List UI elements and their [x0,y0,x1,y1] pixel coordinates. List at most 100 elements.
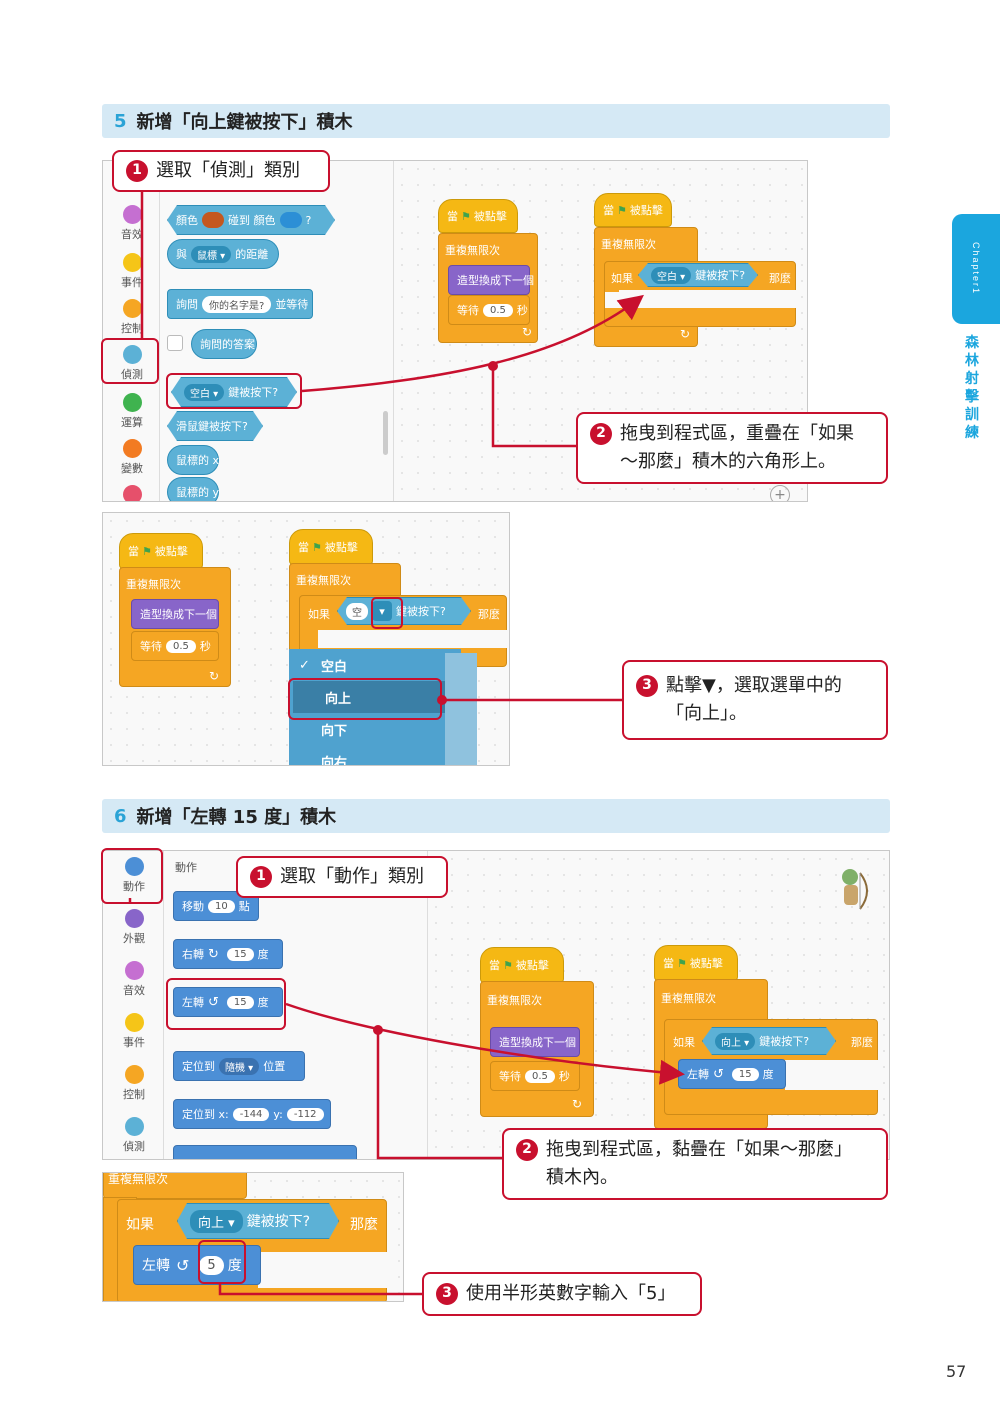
key-dropdown[interactable]: 向上 ▾ [715,1033,755,1050]
menu-item-label: 空白 [321,659,348,675]
connector-dot [373,1025,383,1035]
key-dropdown[interactable]: 向上 ▾ [190,1210,243,1233]
category-sound[interactable]: 音效 [107,205,157,242]
x-input[interactable]: -144 [232,1107,270,1121]
touching-color-block[interactable]: 顏色 碰到 顏色 ? [167,205,335,235]
next-costume-block[interactable]: 造型換成下一個 [448,265,534,295]
step-badge: 1 [250,866,272,888]
code-area[interactable]: 當 ⚑ 被點擊 重複無限次 造型換成下一個 等待 0.5 秒 ↻ 當 ⚑ 被點擊… [428,851,889,1159]
turn-left-block-placed[interactable]: 左轉 ↺ 15 度 [678,1059,786,1089]
when-flag-hat-2[interactable]: 當 ⚑ 被點擊 [654,945,738,981]
menu-item-space[interactable]: ✓空白 [289,649,461,681]
dropdown-value: 鼠標 [197,250,217,262]
highlight-motion-category [101,848,163,904]
category-events[interactable]: 事件 [109,1013,159,1050]
green-flag-icon: ⚑ [312,540,322,554]
wait-input[interactable]: 0.5 [166,639,196,653]
turn-input[interactable]: 15 [731,1067,759,1081]
dropdown-arrow-icon[interactable]: ▾ [372,601,392,621]
drag-arrow [301,294,644,393]
key-dropdown[interactable]: 空 [346,603,368,620]
answer-checkbox[interactable] [167,335,183,351]
divider [159,161,160,501]
when-flag-hat-2[interactable]: 當 ⚑ 被點擊 [289,529,373,565]
wait-block[interactable]: 等待 0.5 秒 [448,295,530,325]
block-text: 被點擊 [154,545,188,558]
key-dropdown[interactable]: 空白 ▾ [651,267,691,284]
highlight-sensing-category [101,338,159,384]
answer-block[interactable]: 詢問的答案 [191,329,257,359]
color-swatch[interactable] [202,212,224,228]
turn-input[interactable]: 15 [226,947,254,961]
turn-input[interactable]: 15 [226,995,254,1009]
mouse-down-block[interactable]: 滑鼠鍵被按下? [167,411,263,441]
mouse-y-block[interactable]: 鼠標的 y [167,477,219,501]
wait-block[interactable]: 等待 0.5 秒 [490,1061,580,1091]
zoom-in-icon[interactable]: + [770,485,790,501]
forever-block[interactable]: 重複無限次 [103,1173,247,1199]
category-control[interactable]: 控制 [107,299,157,336]
category-control[interactable]: 控制 [109,1065,159,1102]
divider [393,161,394,501]
category-operators[interactable]: 運算 [107,393,157,430]
turn-left-block[interactable]: 左轉 ↺ 15 度 [173,987,283,1017]
block-text: 度 [257,996,269,1009]
block-text: 顏色 [176,214,198,227]
wait-block[interactable]: 等待 0.5 秒 [131,631,219,661]
goto-xy-block[interactable]: 定位到 x: -144 y: -112 [173,1099,331,1129]
when-flag-hat[interactable]: 當 ⚑ 被點擊 [119,533,203,569]
category-motion[interactable]: 動作 [109,857,159,894]
key-dropdown[interactable]: 空白 ▾ [184,384,224,401]
goto-dropdown[interactable]: 隨機 ▾ [219,1057,260,1075]
goto-block[interactable]: 定位到 隨機 ▾ 位置 [173,1051,305,1081]
category-sensing[interactable]: 偵測 [109,1117,159,1154]
if-condition-key-block[interactable]: 空白 ▾ 鍵被按下? [638,263,758,287]
category-more[interactable] [107,485,157,501]
highlight-turn-input [198,1240,246,1284]
wait-input[interactable]: 0.5 [483,303,513,317]
category-sensing[interactable]: 偵測 [107,345,157,382]
dropdown-value: 向上 [721,1037,741,1049]
block-text: 當 [603,204,614,217]
when-flag-hat-2[interactable]: 當 ⚑ 被點擊 [594,193,672,227]
key-pressed-block[interactable]: 空白 ▾ 鍵被按下? [171,377,297,407]
key-dropdown-menu[interactable]: ✓空白 向上 向下 向右 [289,649,477,766]
if-condition-key-block[interactable]: 空 ▾ 鍵被按下? [337,597,471,625]
block-text: 鍵被按下? [396,605,446,618]
distance-block[interactable]: 與 鼠標 ▾ 的距離 [167,239,279,269]
if-condition-key-block[interactable]: 向上 ▾ 鍵被按下? [177,1203,339,1239]
turn-input[interactable]: 5 [199,1255,224,1275]
glide-block[interactable] [173,1145,357,1159]
turn-left-block-edit[interactable]: 左轉 ↺ 5 度 [133,1245,261,1285]
turn-right-block[interactable]: 右轉 ↻ 15 度 [173,939,283,969]
block-text: 重複無限次 [487,994,542,1007]
menu-item-up[interactable]: 向上 [293,681,457,713]
connector-line [218,1284,422,1296]
color-swatch[interactable] [280,212,302,228]
menu-item-down[interactable]: 向下 [289,713,461,745]
next-costume-block[interactable]: 造型換成下一個 [131,599,219,629]
distance-dropdown[interactable]: 鼠標 ▾ [191,245,232,263]
category-looks[interactable]: 外觀 [109,909,159,946]
green-flag-icon: ⚑ [461,209,471,223]
wait-input[interactable]: 0.5 [525,1069,555,1083]
move-input[interactable]: 10 [208,899,235,913]
block-text: 被點擊 [473,210,507,223]
palette-scrollbar[interactable] [383,411,388,455]
ask-block[interactable]: 詢問 你的名字是? 並等待 [167,289,313,319]
section-title: 新增「向上鍵被按下」積木 [136,112,353,133]
category-sound[interactable]: 音效 [109,961,159,998]
loop-arrow-icon: ↻ [522,325,533,339]
y-input[interactable]: -112 [286,1107,324,1121]
ask-input[interactable]: 你的名字是? [202,295,272,313]
category-events[interactable]: 事件 [107,253,157,290]
menu-scrollbar[interactable] [445,653,477,765]
menu-item-right[interactable]: 向右 [289,745,461,766]
step-badge: 3 [436,1283,458,1305]
if-condition-key-block[interactable]: 向上 ▾ 鍵被按下? [702,1027,836,1055]
mouse-x-block[interactable]: 鼠標的 x [167,445,219,475]
block-text: 造型換成下一個 [499,1036,576,1049]
category-variables[interactable]: 變數 [107,439,157,476]
when-flag-hat[interactable]: 當 ⚑ 被點擊 [438,199,518,233]
